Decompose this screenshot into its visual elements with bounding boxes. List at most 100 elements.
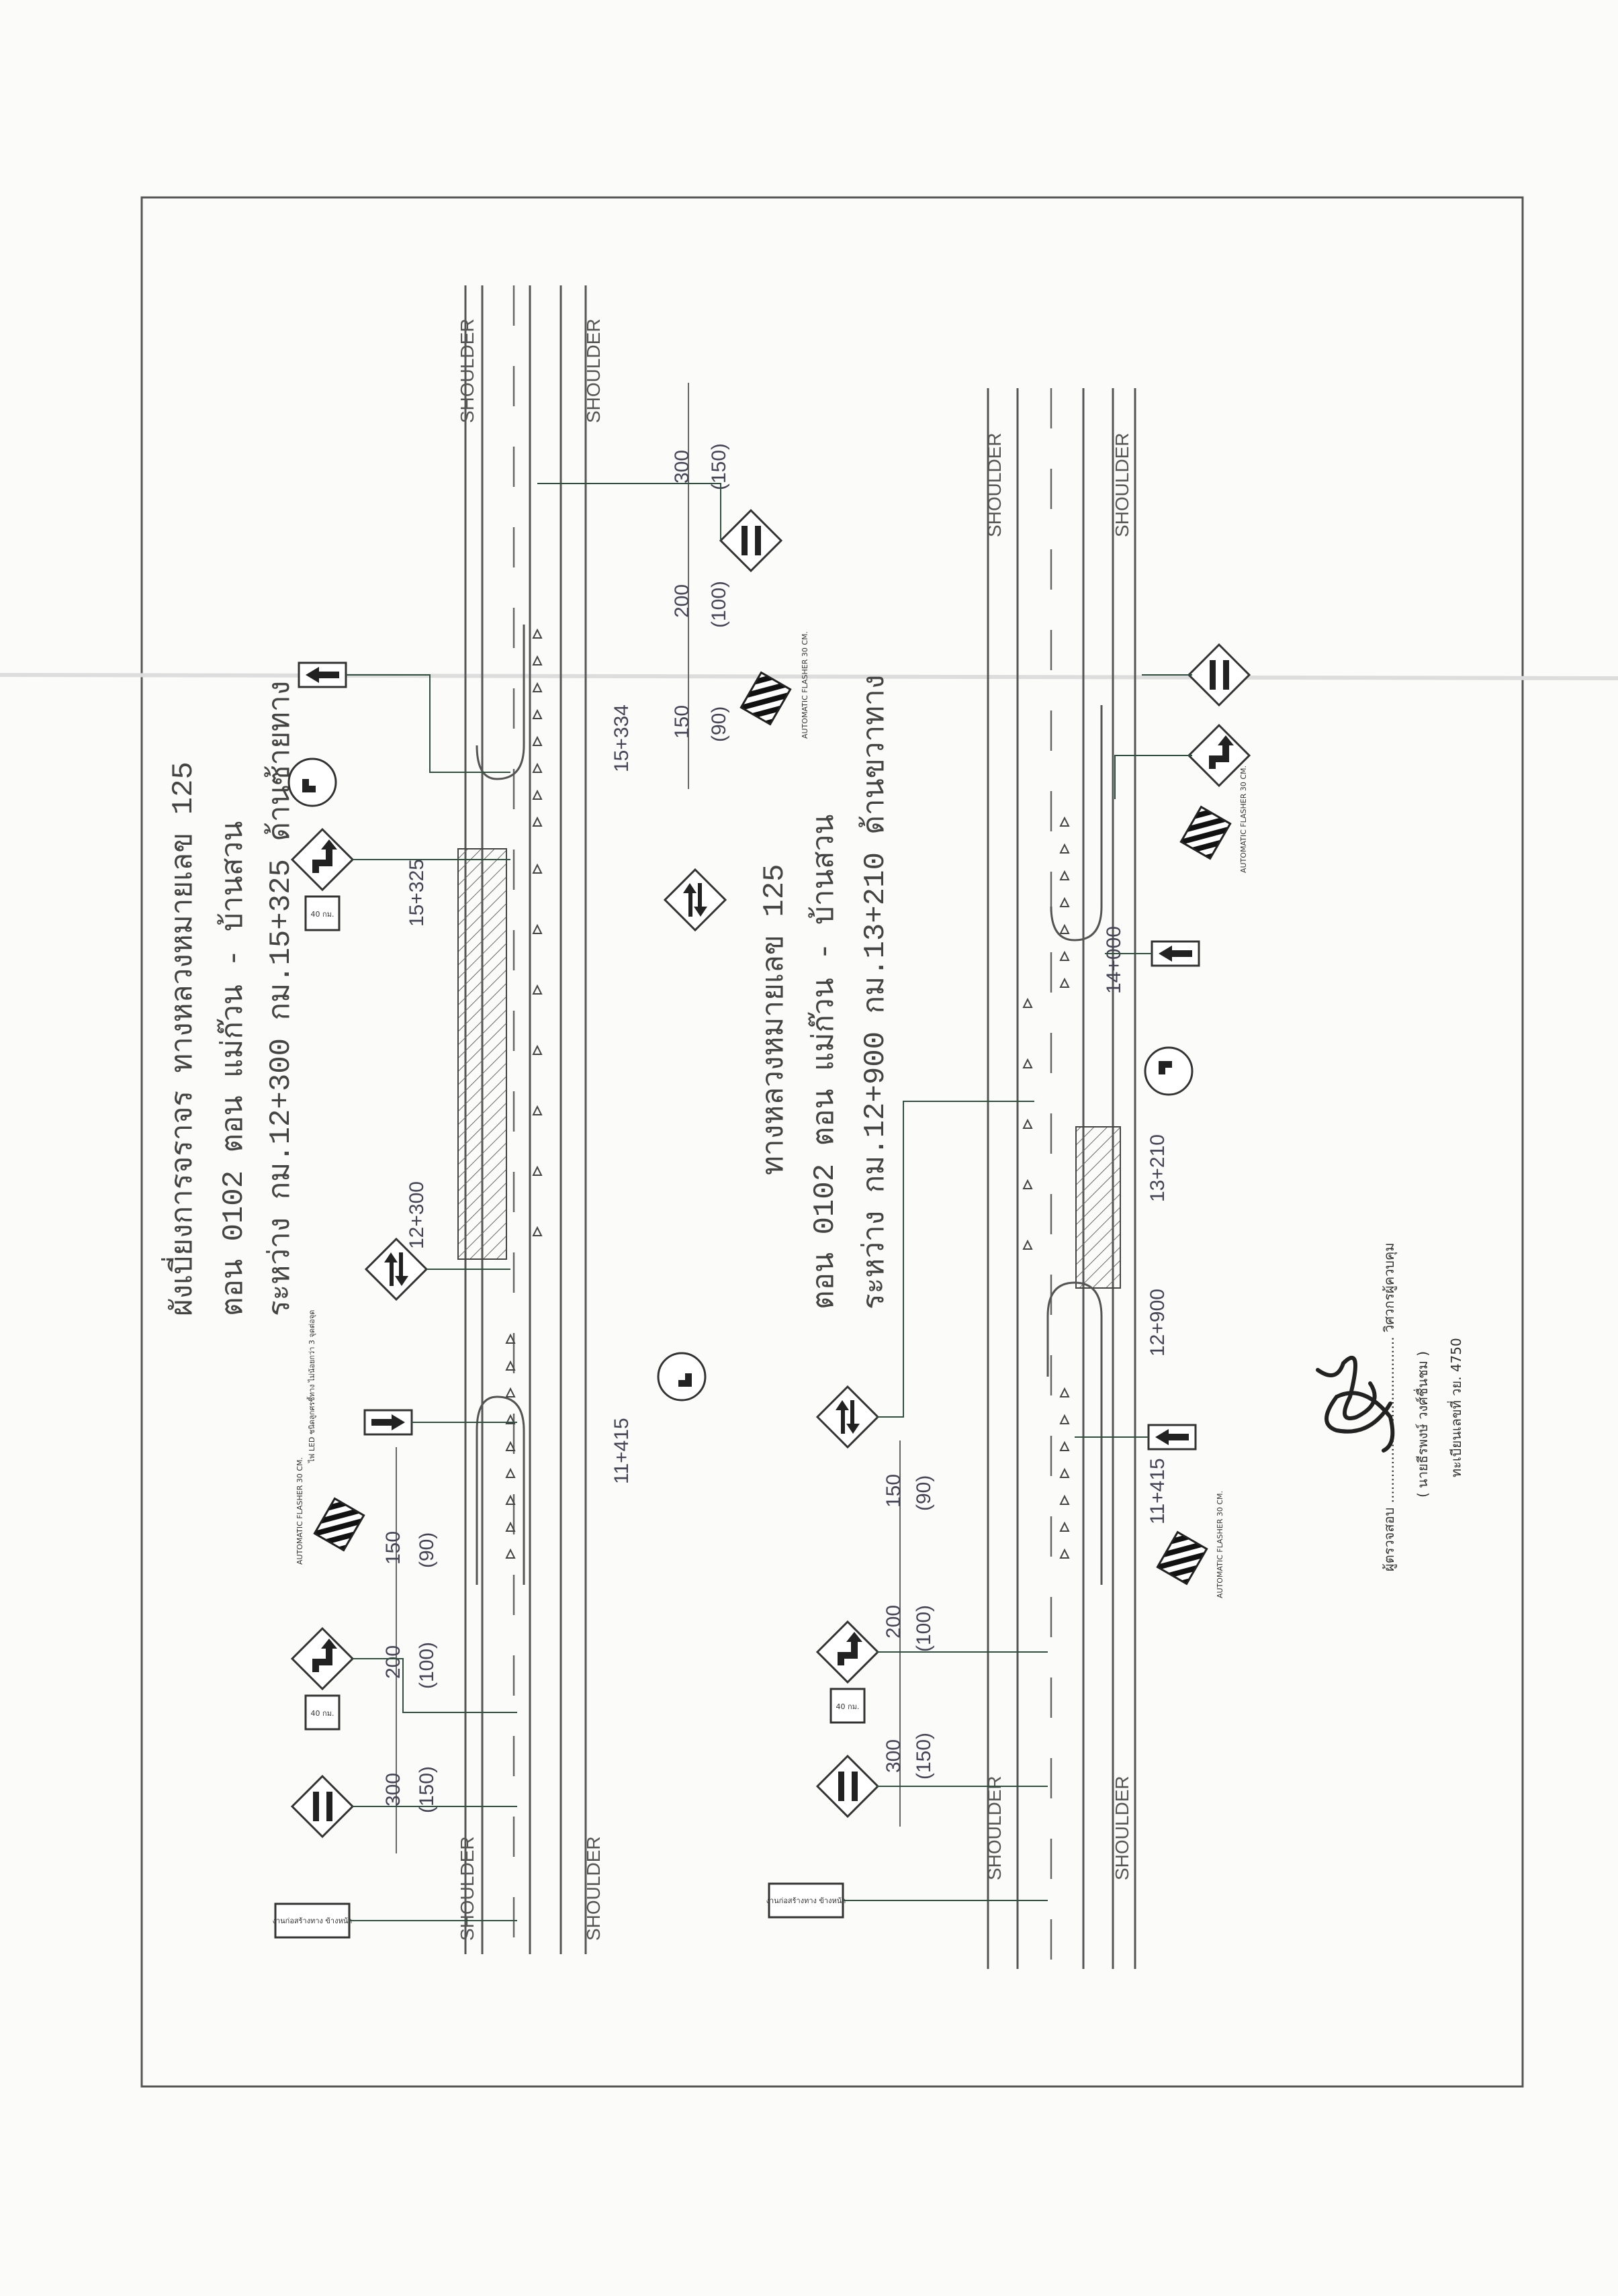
shoulder-label: SHOULDER [1112, 432, 1132, 537]
led-arrow-board [1147, 1424, 1197, 1451]
dimension-alt-value: (100) [416, 1642, 438, 1689]
dimension-value: 150 [671, 705, 693, 739]
led-arrow-board [1151, 940, 1200, 967]
traffic-cone [1022, 997, 1033, 1008]
two-way-traffic-sign [815, 1385, 880, 1449]
traffic-cone [1022, 1239, 1033, 1250]
lane-merge-warning-sign [1187, 643, 1251, 707]
traffic-cone [1059, 1387, 1070, 1397]
signature-block: ผู้ตรวจสอบ .............................… [1316, 1242, 1464, 1571]
traffic-cone [532, 984, 543, 995]
dimension-value: 200 [671, 584, 693, 618]
reverse-curve-warning-sign: 40 กม. [290, 827, 355, 931]
title-1: ผังเบี่ยงการจราจร ทางหลวงหมายเลข 125 ตอน… [161, 681, 298, 1316]
traffic-cone [532, 923, 543, 934]
led-arrow-board [298, 661, 347, 688]
flasher-barricade: AUTOMATIC FLASHER 30 CM. [1156, 1491, 1224, 1598]
construction-ahead-sign: งานก่อสร้างทาง ข้างหน้า [273, 1902, 353, 1939]
title-2-line-2: ตอน 0102 ตอน แม่ก๊วน - บ้านสวน [807, 815, 842, 1310]
keep-left-sign [287, 757, 337, 807]
led-arrow-board: ไฟ LED ชนิดลูกศรชี้ทาง ไม่น้อยกว่า 3 จุด… [306, 1310, 413, 1463]
scan-fold-line [0, 673, 1618, 680]
engineer-license: ทะเบียนเลขที่ วย. 4750 [1447, 1338, 1464, 1477]
dimension-value: 300 [671, 450, 693, 484]
traffic-cone [1022, 1058, 1033, 1068]
title-1-line-1: ผังเบี่ยงการจราจร ทางหลวงหมายเลข 125 [161, 762, 201, 1316]
sheet-border [140, 196, 1524, 2088]
traffic-cone [1022, 1179, 1033, 1189]
traffic-cone [532, 789, 543, 800]
shoulder-label: SHOULDER [457, 1836, 478, 1941]
drawing-2: ทางหลวงหมายเลข 125 ตอน 0102 ตอน แม่ก๊วน … [758, 388, 1251, 1969]
traffic-cone [1059, 1467, 1070, 1478]
dimension-chain-bottom: 150 (90) 200 (100) 300 (150) [382, 1447, 438, 1853]
reverse-curve-warning-sign [1187, 723, 1251, 788]
dimension-alt-value: (150) [416, 1766, 438, 1813]
dimension-value: 200 [883, 1605, 905, 1639]
traffic-cone [505, 1548, 516, 1559]
traffic-cone [532, 863, 543, 874]
traffic-cone [1059, 1414, 1070, 1424]
station-label: 12+900 [1147, 1289, 1169, 1357]
reverse-curve-warning-sign: 40 กม. [290, 1626, 355, 1731]
engineer-name: ( นายธีรพงษ์ วงศ์ชื่นชม ) [1413, 1351, 1431, 1498]
traffic-cone [505, 1440, 516, 1451]
keep-right-sign [657, 1352, 707, 1402]
shoulder-label: SHOULDER [1112, 1776, 1132, 1880]
sign-leader-lines [843, 674, 1192, 1901]
traffic-cone [1059, 870, 1070, 880]
traffic-cone [532, 682, 543, 692]
led-arrow-note: ไฟ LED ชนิดลูกศรชี้ทาง ไม่น้อยกว่า 3 จุด… [306, 1310, 316, 1463]
station-label: 11+415 [1147, 1458, 1169, 1524]
drawing-1: ผังเบี่ยงการจราจร ทางหลวงหมายเลข 125 ตอน… [161, 285, 809, 1954]
speed-limit-plate: 40 กม. [836, 1702, 860, 1711]
traffic-cone [532, 762, 543, 773]
station-label: 13+210 [1147, 1134, 1169, 1202]
traffic-cone [532, 735, 543, 746]
dimension-chain: 150 (90) 200 (100) 300 (150) [883, 1440, 935, 1827]
title-2-line-1: ทางหลวงหมายเลข 125 [758, 864, 792, 1175]
dimension-alt-value: (100) [913, 1605, 935, 1652]
traffic-cone [505, 1333, 516, 1344]
speed-limit-plate: 40 กม. [311, 910, 334, 919]
lane-merge-warning-sign [815, 1754, 880, 1819]
traffic-cone [505, 1414, 516, 1424]
traffic-cone [532, 1226, 543, 1236]
traffic-cone [1059, 1548, 1070, 1559]
dimension-value: 300 [382, 1773, 404, 1806]
traffic-cone [1059, 1494, 1070, 1505]
station-label: 12+300 [406, 1181, 428, 1249]
dimension-alt-value: (90) [416, 1532, 438, 1568]
flasher-barricade: AUTOMATIC FLASHER 30 CM. [296, 1457, 365, 1565]
traffic-cone [532, 1105, 543, 1115]
detour-path-top [476, 625, 525, 780]
dimension-value: 150 [382, 1531, 404, 1565]
dimension-alt-value: (150) [913, 1733, 935, 1780]
dimension-value: 300 [883, 1739, 905, 1773]
traffic-cone [505, 1467, 516, 1478]
traffic-cone [505, 1521, 516, 1532]
lane-merge-warning-sign [719, 508, 783, 573]
traffic-cone [505, 1494, 516, 1505]
traffic-cone [532, 628, 543, 639]
keep-right-sign [1144, 1046, 1194, 1096]
shoulder-label: SHOULDER [984, 432, 1005, 537]
construction-sign-text: งานก่อสร้างทาง ข้างหน้า [273, 1917, 353, 1925]
cone-row-bottom [1022, 816, 1070, 1559]
traffic-cone [1059, 950, 1070, 961]
dimension-alt-value: (100) [708, 581, 730, 628]
handwritten-signature [1316, 1355, 1395, 1453]
traffic-cone [532, 816, 543, 827]
traffic-cone [1059, 843, 1070, 854]
flasher-barricade: AUTOMATIC FLASHER 30 CM. [1179, 766, 1248, 873]
dimension-alt-value: (90) [708, 706, 730, 742]
work-zone-hatched-area [1075, 1126, 1121, 1289]
traffic-cone [1059, 977, 1070, 988]
traffic-cone [505, 1387, 516, 1397]
shoulder-label: SHOULDER [457, 318, 478, 423]
title-2-line-3: ระหว่าง กม.12+900 กม.13+210 ด้านขวาทาง [858, 675, 893, 1310]
sign-leader-lines [346, 483, 721, 1921]
traffic-cone [1059, 1440, 1070, 1451]
traffic-cone [532, 1044, 543, 1055]
